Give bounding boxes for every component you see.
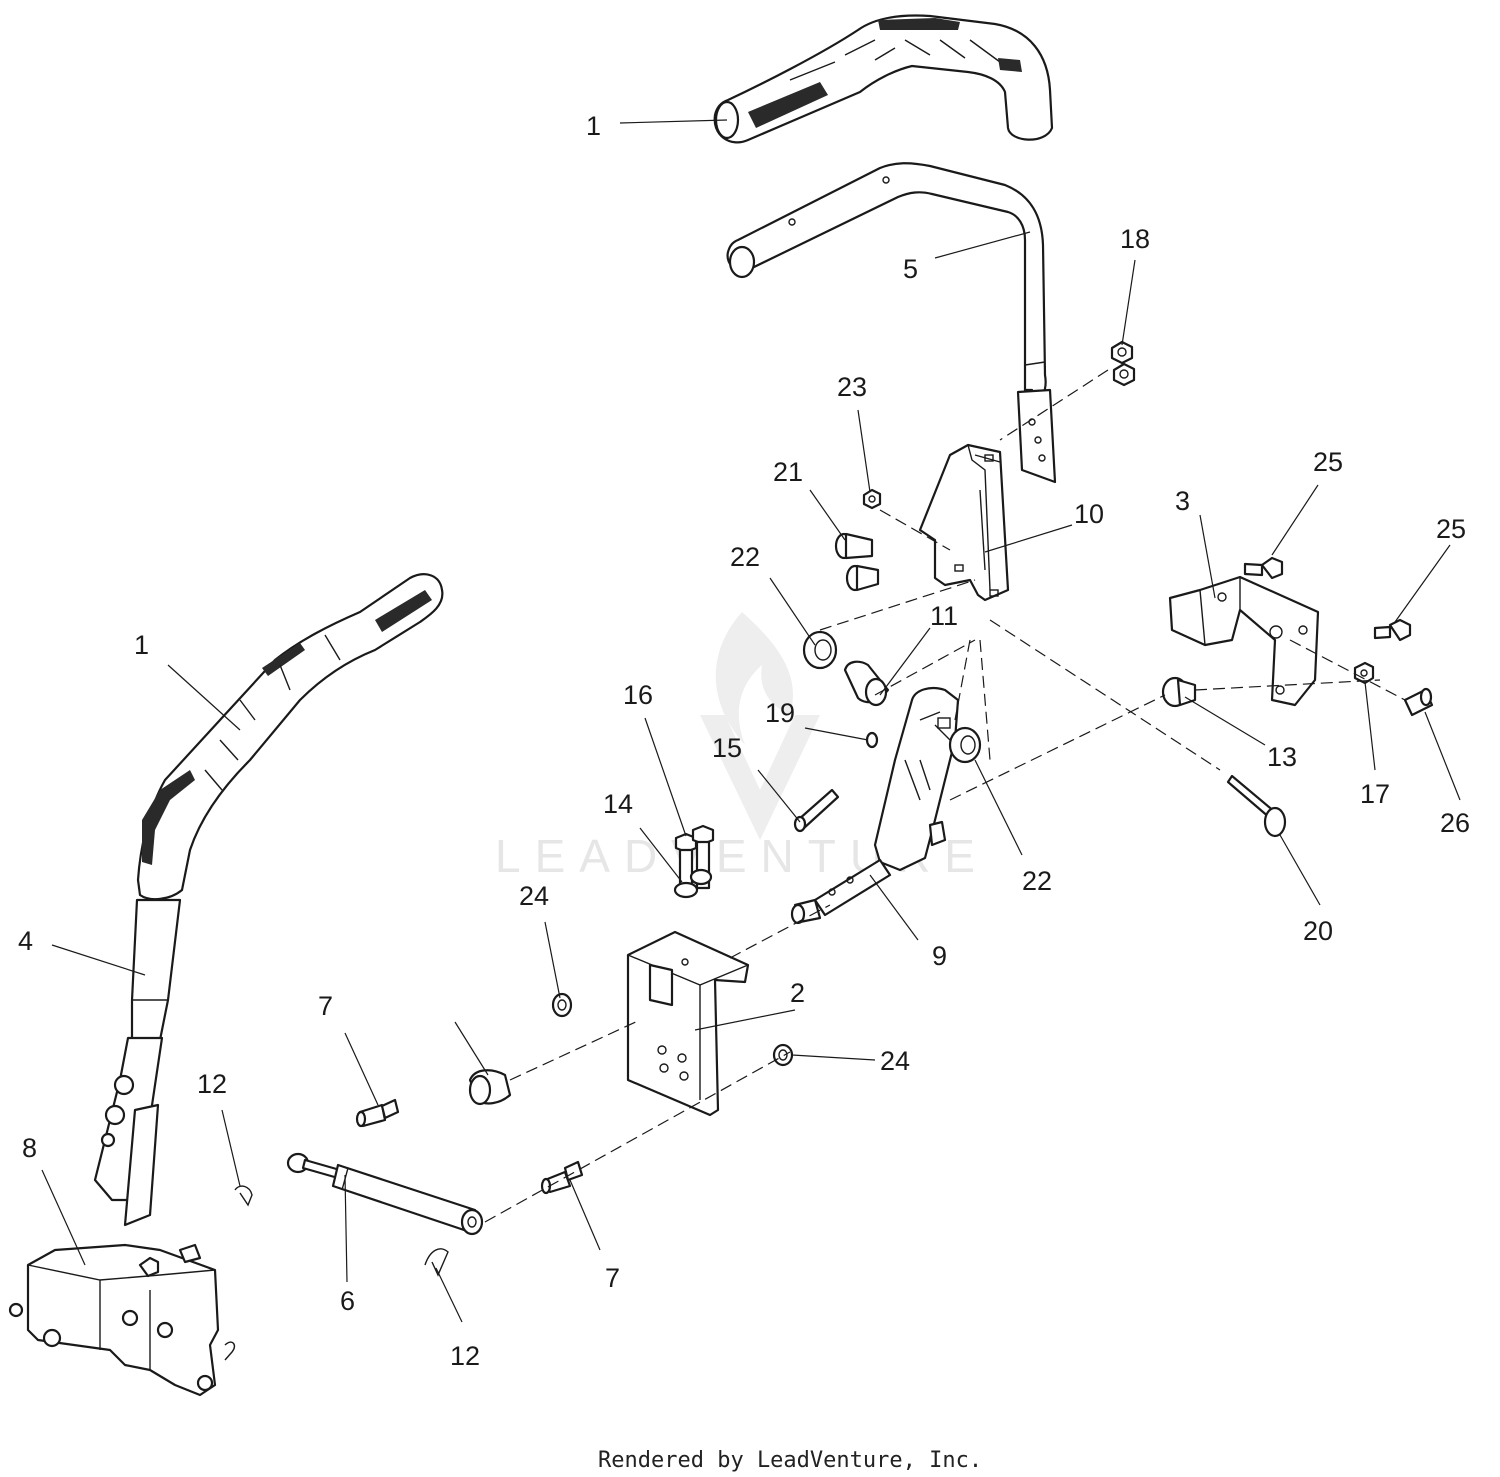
part-12-hair-pin-lower <box>424 1248 449 1277</box>
part-2-mounting-plate <box>626 930 750 1117</box>
callout-25-upper: 25 <box>1313 447 1343 477</box>
rendered-by-footer: Rendered by LeadVenture, Inc. <box>598 1448 982 1473</box>
callout-10: 10 <box>1074 499 1104 529</box>
callout-23: 23 <box>837 372 867 402</box>
part-12-hair-pin-upper <box>234 1185 253 1207</box>
part-19-clip <box>865 731 879 749</box>
callout-6: 6 <box>340 1286 355 1316</box>
callout-14: 14 <box>603 789 633 819</box>
callout-8: 8 <box>22 1133 37 1163</box>
callout-12-upper: 12 <box>197 1069 227 1099</box>
callout-1-lower: 1 <box>134 630 149 660</box>
part-10-bracket <box>918 443 1010 602</box>
callout-26: 26 <box>1440 808 1470 838</box>
leader-lines <box>41 119 1461 1323</box>
part-1-lower-grip <box>136 573 444 901</box>
callout-20: 20 <box>1303 916 1333 946</box>
callout-24-upper: 24 <box>519 881 549 911</box>
part-18-nuts <box>1110 340 1136 387</box>
part-22-washer-upper <box>802 630 838 670</box>
part-13-flange-bushing <box>1161 676 1197 708</box>
callout-1-upper: 1 <box>586 111 601 141</box>
flanged-bushing <box>468 1069 512 1106</box>
callout-labels: 1 1 2 3 4 5 6 7 7 8 9 10 11 12 12 13 14 … <box>18 111 1470 1371</box>
part-8-base-bracket <box>8 1243 236 1397</box>
part-25-stud-lower <box>1373 618 1412 642</box>
part-24-bushing-lower <box>772 1043 794 1067</box>
callout-22-upper: 22 <box>730 542 760 572</box>
part-24-bushing-upper <box>551 992 573 1018</box>
part-3-u-bracket <box>1168 575 1320 707</box>
callout-25-lower: 25 <box>1436 514 1466 544</box>
part-15-pin <box>793 788 840 833</box>
part-23-nut <box>862 488 882 510</box>
callout-2: 2 <box>790 978 805 1008</box>
part-6-gas-spring <box>286 1152 484 1236</box>
callout-5: 5 <box>903 254 918 284</box>
callout-15: 15 <box>712 733 742 763</box>
callout-7-lower: 7 <box>605 1263 620 1293</box>
callout-9: 9 <box>932 941 947 971</box>
callout-18: 18 <box>1120 224 1150 254</box>
callout-19: 19 <box>765 698 795 728</box>
callout-11: 11 <box>930 601 958 631</box>
callout-24-lower: 24 <box>880 1046 910 1076</box>
callout-13: 13 <box>1267 742 1297 772</box>
callout-21: 21 <box>773 457 803 487</box>
callout-17: 17 <box>1360 779 1390 809</box>
callout-22-lower: 22 <box>1022 866 1052 896</box>
callout-3: 3 <box>1175 486 1190 516</box>
part-25-stud-upper <box>1243 556 1284 580</box>
part-11-spacer <box>843 660 890 707</box>
part-17-nut <box>1353 661 1375 685</box>
part-22-washer-lower <box>948 726 982 764</box>
callout-12-lower: 12 <box>450 1341 480 1371</box>
assembly-dashed-lines <box>484 369 1406 1223</box>
callout-4: 4 <box>18 926 33 956</box>
part-9-control-arm <box>790 686 960 925</box>
part-1-upper-grip <box>713 14 1054 144</box>
part-7-ball-stud-upper <box>355 1098 400 1128</box>
part-14-washers <box>673 868 713 899</box>
part-20-long-bolt <box>1226 774 1287 838</box>
part-26-spacer <box>1403 687 1434 717</box>
callout-16: 16 <box>623 680 653 710</box>
part-4-lower-handle <box>93 898 182 1227</box>
callout-7-upper: 7 <box>318 991 333 1021</box>
part-7-ball-stud-lower <box>540 1160 584 1195</box>
part-21-shoulder-bolts <box>834 532 880 592</box>
part-5-upper-handle <box>726 162 1057 484</box>
